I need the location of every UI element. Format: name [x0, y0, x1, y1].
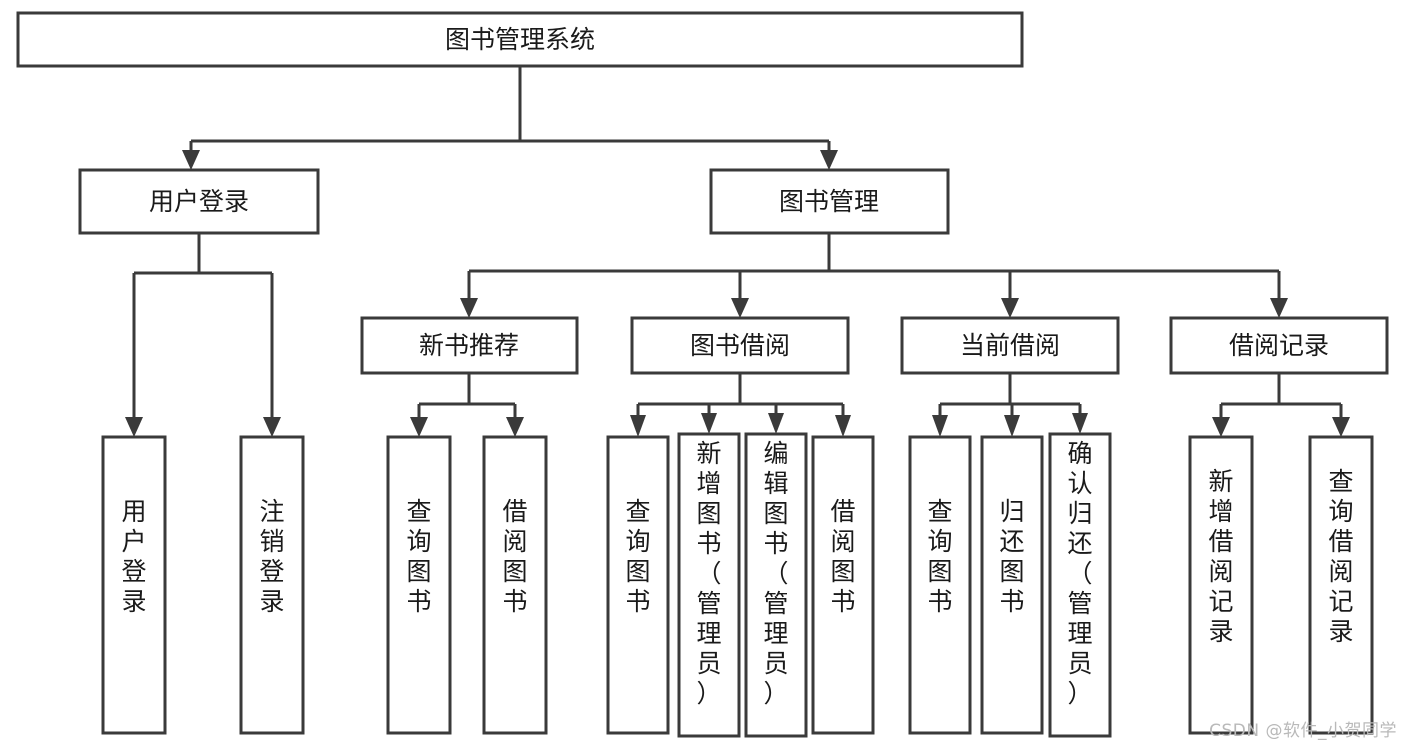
node-new-book-recommend-label: 新书推荐: [419, 331, 519, 360]
node-leaf-confirm-return-box[interactable]: [1048, 432, 1112, 738]
node-leaf-add-book-box[interactable]: [677, 432, 741, 738]
node-root-box[interactable]: [16, 11, 1024, 68]
node-leaf-add-record[interactable]: 新增借阅记录: [1188, 435, 1254, 735]
node-user-login-box[interactable]: [78, 168, 320, 235]
node-leaf-query-book-3-label: 查询图书: [927, 497, 952, 616]
arrow-to-leaf-query-record: [1332, 417, 1350, 437]
node-book-manage-box[interactable]: [709, 168, 950, 235]
node-leaf-query-record-box[interactable]: [1308, 435, 1374, 735]
arrow-to-leaf-query-book-1: [410, 417, 428, 437]
node-leaf-edit-book[interactable]: 编辑图书（管理员）: [744, 432, 808, 738]
arrow-to-leaf-borrow-book-2: [835, 415, 851, 437]
node-new-book-recommend[interactable]: 新书推荐: [360, 316, 579, 375]
node-leaf-query-record[interactable]: 查询借阅记录: [1308, 435, 1374, 735]
arrow-root-to-book-manage: [820, 150, 838, 170]
node-leaf-borrow-book-2[interactable]: 借阅图书: [811, 435, 875, 735]
node-borrow-record[interactable]: 借阅记录: [1169, 316, 1389, 375]
node-book-manage[interactable]: 图书管理: [709, 168, 950, 235]
node-root-label: 图书管理系统: [445, 25, 595, 54]
node-leaf-return-book-box[interactable]: [980, 435, 1044, 735]
node-leaf-query-record-label: 查询借阅记录: [1328, 467, 1353, 646]
node-leaf-borrow-book-2-box[interactable]: [811, 435, 875, 735]
node-leaf-query-book-2[interactable]: 查询图书: [606, 435, 670, 735]
node-leaf-borrow-book-1-label: 借阅图书: [502, 497, 527, 616]
node-leaf-edit-book-box[interactable]: [744, 432, 808, 738]
arrow-to-leaf-add-book: [701, 413, 717, 434]
node-leaf-borrow-book-1-box[interactable]: [482, 435, 548, 735]
node-leaf-return-book[interactable]: 归还图书: [980, 435, 1044, 735]
node-user-login[interactable]: 用户登录: [78, 168, 320, 235]
node-leaf-return-book-label: 归还图书: [999, 497, 1024, 616]
arrow-to-current-borrow: [1001, 298, 1019, 318]
node-user-login-label: 用户登录: [149, 187, 249, 216]
node-new-book-recommend-box[interactable]: [360, 316, 579, 375]
node-leaf-add-book[interactable]: 新增图书（管理员）: [677, 432, 741, 738]
node-leaf-query-book-1-box[interactable]: [386, 435, 452, 735]
arrow-to-book-borrow: [731, 298, 749, 318]
node-leaf-add-record-label: 新增借阅记录: [1208, 467, 1233, 646]
node-leaf-user-login[interactable]: 用户登录: [101, 435, 167, 735]
node-leaf-user-login-label: 用户登录: [121, 497, 146, 616]
node-leaf-add-record-box[interactable]: [1188, 435, 1254, 735]
node-leaf-logout-box[interactable]: [239, 435, 305, 735]
node-leaf-query-book-3-box[interactable]: [908, 435, 972, 735]
arrow-to-leaf-query-book-2: [630, 415, 646, 437]
node-leaf-query-book-2-box[interactable]: [606, 435, 670, 735]
node-borrow-record-label: 借阅记录: [1229, 331, 1329, 360]
arrow-to-leaf-edit-book: [768, 413, 784, 434]
node-leaf-query-book-1[interactable]: 查询图书: [386, 435, 452, 735]
connector-group: [125, 66, 1350, 437]
arrow-to-leaf-logout: [263, 417, 281, 437]
arrow-root-to-user-login: [182, 150, 200, 170]
node-current-borrow-label: 当前借阅: [960, 331, 1060, 360]
node-borrow-record-box[interactable]: [1169, 316, 1389, 375]
arrow-to-leaf-confirm-return: [1072, 413, 1088, 434]
node-leaf-borrow-book-1[interactable]: 借阅图书: [482, 435, 548, 735]
node-leaf-borrow-book-2-label: 借阅图书: [830, 497, 855, 616]
arrow-to-borrow-record: [1270, 298, 1288, 318]
node-book-borrow-label: 图书借阅: [690, 331, 790, 360]
node-book-borrow[interactable]: 图书借阅: [630, 316, 850, 375]
node-leaf-add-book-label: 新增图书（管理员）: [696, 439, 721, 708]
node-leaf-query-book-1-label: 查询图书: [406, 497, 431, 616]
node-current-borrow[interactable]: 当前借阅: [900, 316, 1120, 375]
node-book-manage-label: 图书管理: [779, 187, 879, 216]
node-leaf-query-book-2-label: 查询图书: [625, 497, 650, 616]
node-leaf-edit-book-label: 编辑图书（管理员）: [763, 439, 788, 708]
node-book-borrow-box[interactable]: [630, 316, 850, 375]
node-leaf-query-book-3[interactable]: 查询图书: [908, 435, 972, 735]
arrow-to-leaf-user-login: [125, 417, 143, 437]
node-leaf-confirm-return[interactable]: 确认归还（管理员）: [1048, 432, 1112, 738]
node-current-borrow-box[interactable]: [900, 316, 1120, 375]
node-leaf-logout-label: 注销登录: [259, 497, 284, 616]
arrow-to-leaf-add-record: [1212, 417, 1230, 437]
node-root[interactable]: 图书管理系统: [16, 11, 1024, 68]
node-leaf-logout[interactable]: 注销登录: [239, 435, 305, 735]
arrow-to-new-book-recommend: [460, 298, 478, 318]
node-leaf-confirm-return-label: 确认归还（管理员）: [1067, 439, 1092, 708]
arrow-to-leaf-borrow-book-1: [506, 417, 524, 437]
arrow-to-leaf-query-book-3: [932, 415, 948, 437]
node-leaf-user-login-box[interactable]: [101, 435, 167, 735]
arrow-to-leaf-return-book: [1004, 415, 1020, 437]
